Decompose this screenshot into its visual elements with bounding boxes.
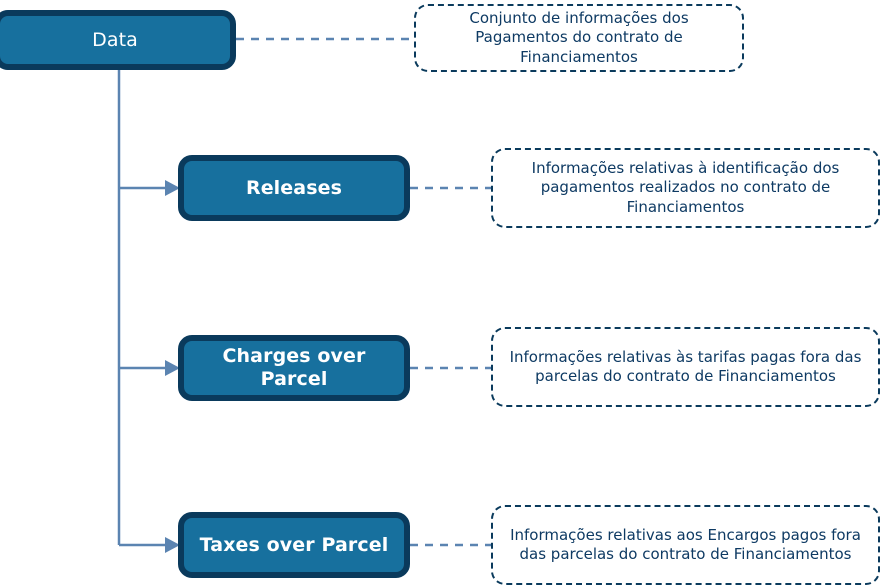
description-releases: Informações relativas à identificação do… [491,148,880,228]
arrowhead-charges [165,360,180,376]
arrowhead-taxes [165,537,180,553]
node-data-label: Data [92,28,138,51]
description-data-text: Conjunto de informações dos Pagamentos d… [469,9,689,66]
description-releases-text: Informações relativas à identificação do… [531,159,840,216]
node-data[interactable]: Data [0,10,236,70]
node-releases-label: Releases [245,176,343,199]
node-charges-over-parcel-label: Charges over Parcel [222,345,366,390]
node-charges-over-parcel[interactable]: Charges over Parcel [178,335,410,401]
description-taxes-over-parcel: Informações relativas aos Encargos pagos… [491,505,880,585]
description-charges-over-parcel-text: Informações relativas às tarifas pagas f… [509,347,862,385]
description-taxes-over-parcel-text: Informações relativas aos Encargos pagos… [510,525,861,563]
description-data: Conjunto de informações dos Pagamentos d… [414,4,744,72]
node-releases[interactable]: Releases [178,155,410,221]
arrowhead-releases [165,180,180,196]
description-charges-over-parcel: Informações relativas às tarifas pagas f… [491,327,880,407]
node-taxes-over-parcel-label: Taxes over Parcel [199,533,389,556]
node-taxes-over-parcel[interactable]: Taxes over Parcel [178,512,410,578]
